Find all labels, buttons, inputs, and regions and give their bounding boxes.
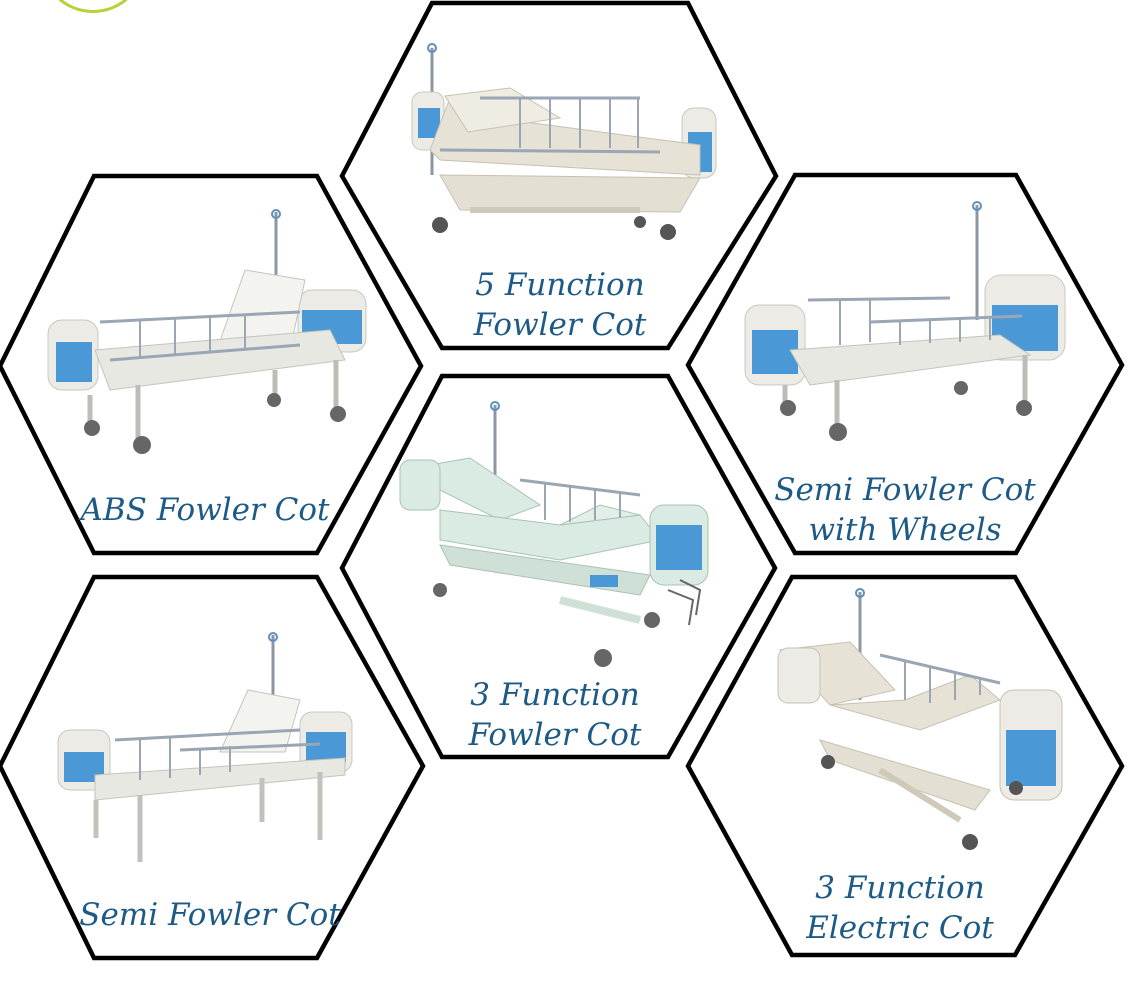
product-caption: 3 Function Fowler Cot <box>468 677 642 753</box>
hex-three-function-fowler-cot[interactable]: 3 Function Fowler Cot <box>339 373 778 760</box>
hex-semi-fowler-cot-with-wheels[interactable]: Semi Fowler Cot with Wheels <box>685 172 1125 556</box>
hospital-bed-icon <box>777 588 1063 850</box>
product-caption: 5 Function Fowler Cot <box>473 267 647 343</box>
hex-semi-fowler-cot[interactable]: Semi Fowler Cot <box>0 574 426 961</box>
product-caption: Semi Fowler Cot <box>79 897 341 933</box>
hospital-bed-icon <box>411 43 717 240</box>
hexagon-frame <box>339 0 779 351</box>
hex-five-function-fowler-cot[interactable]: 5 Function Fowler Cot <box>339 0 779 351</box>
product-caption: 3 Function Electric Cot <box>806 870 994 946</box>
hex-three-function-electric-cot[interactable]: 3 Function Electric Cot <box>685 574 1125 958</box>
hospital-bed-icon <box>398 401 709 667</box>
hospital-bed-icon <box>744 201 1066 441</box>
hospital-bed-icon <box>57 632 353 862</box>
product-caption: ABS Fowler Cot <box>80 492 330 528</box>
product-caption: Semi Fowler Cot with Wheels <box>774 472 1036 548</box>
hospital-bed-icon <box>47 209 367 454</box>
hex-abs-fowler-cot[interactable]: ABS Fowler Cot <box>0 173 424 556</box>
